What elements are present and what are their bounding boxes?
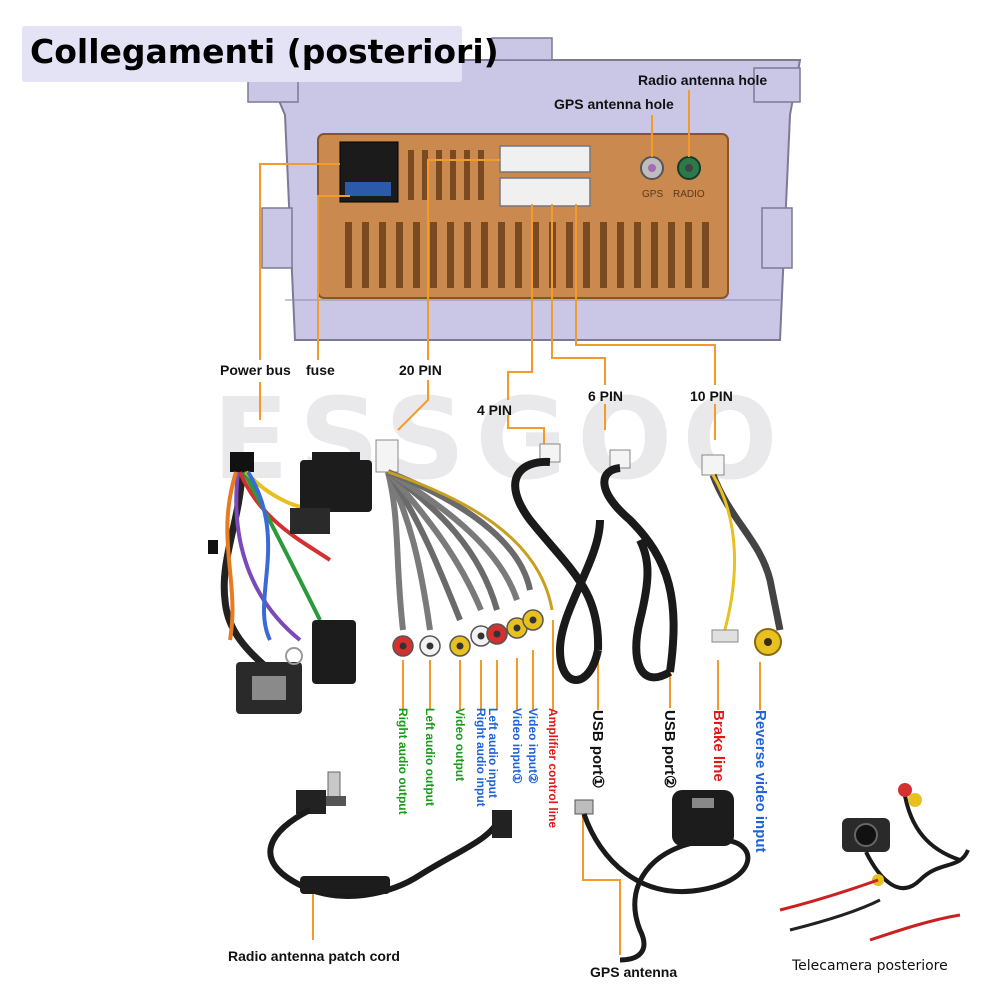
vent-slot [702, 222, 709, 288]
vent-slot [600, 222, 607, 288]
vent-slot [532, 222, 539, 288]
vent-slot [464, 222, 471, 288]
rca-harness [375, 439, 554, 657]
rca-plug-pin [426, 642, 434, 650]
vent-slot [422, 150, 428, 200]
vent-slot [478, 150, 484, 200]
vertical-label: Amplifier control line [546, 708, 560, 829]
socket-multipin [499, 177, 591, 207]
vent-slot [515, 222, 522, 288]
callout-lines [259, 90, 761, 955]
head-unit-body: GPS RADIO [317, 133, 729, 299]
vent-slot [436, 150, 442, 200]
vent-slot [413, 222, 420, 288]
vertical-label: Video input② [526, 708, 540, 784]
vertical-label: Left audio input [486, 708, 500, 798]
socket-20pin [499, 145, 591, 173]
vent-slot [498, 222, 505, 288]
radio-patch-cord [267, 771, 512, 899]
vent-slot [566, 222, 573, 288]
fuse-label: fuse [306, 362, 335, 378]
pin10-label: 10 PIN [690, 388, 733, 404]
vent-slot [450, 150, 456, 200]
vertical-label: USB port② [661, 710, 678, 789]
rca-plug-pin [529, 616, 537, 624]
rca-plug-pin [456, 642, 464, 650]
vent-slot [362, 222, 369, 288]
vent-slot [617, 222, 624, 288]
usb-cables [511, 443, 678, 684]
vertical-label: Video output [453, 708, 467, 782]
pin4-label: 4 PIN [477, 402, 513, 418]
rear-camera [779, 783, 970, 942]
rca-plug-pin [513, 624, 521, 632]
vertical-label: USB port① [589, 710, 606, 789]
rca-plug-pin [493, 630, 501, 638]
vent-slot [668, 222, 675, 288]
vent-slot [430, 222, 437, 288]
vertical-label: Brake line [710, 710, 727, 782]
vent-slot [651, 222, 658, 288]
page-title: Collegamenti (posteriori) [30, 32, 499, 71]
vent-slot [634, 222, 641, 288]
rear-camera-label: Telecamera posteriore [792, 958, 948, 974]
vent-slot [447, 222, 454, 288]
gps-antenna-label: GPS antenna [590, 964, 678, 980]
vent-slot [379, 222, 386, 288]
vent-slot [685, 222, 692, 288]
power-bus-label: Power bus [220, 362, 291, 378]
vent-slot [408, 150, 414, 200]
gps-port-label: GPS [642, 189, 663, 200]
vertical-label: Video input① [510, 708, 524, 784]
power-harness [208, 452, 372, 714]
radio-patch-label: Radio antenna patch cord [228, 948, 400, 964]
vent-slot [583, 222, 590, 288]
rca-plug-pin [399, 642, 407, 650]
radio-port-label: RADIO [673, 189, 705, 200]
vent-slot [345, 222, 352, 288]
gps-antenna [574, 790, 751, 963]
radio-antenna-hole-label: Radio antenna hole [638, 72, 768, 88]
vent-slot [396, 222, 403, 288]
vent-slot [464, 150, 470, 200]
pin10-cable [701, 454, 784, 656]
vertical-label: Left audio output [423, 708, 437, 806]
rca-plug-pin [477, 632, 485, 640]
title-banner [22, 26, 462, 82]
vertical-label: Right audio output [396, 708, 410, 815]
pin6-label: 6 PIN [588, 388, 624, 404]
gps-antenna-hole-label: GPS antenna hole [554, 96, 674, 112]
pin20-label: 20 PIN [399, 362, 442, 378]
vent-slot [481, 222, 488, 288]
fuse-block [345, 182, 391, 196]
vertical-label: Reverse video input [752, 710, 769, 853]
